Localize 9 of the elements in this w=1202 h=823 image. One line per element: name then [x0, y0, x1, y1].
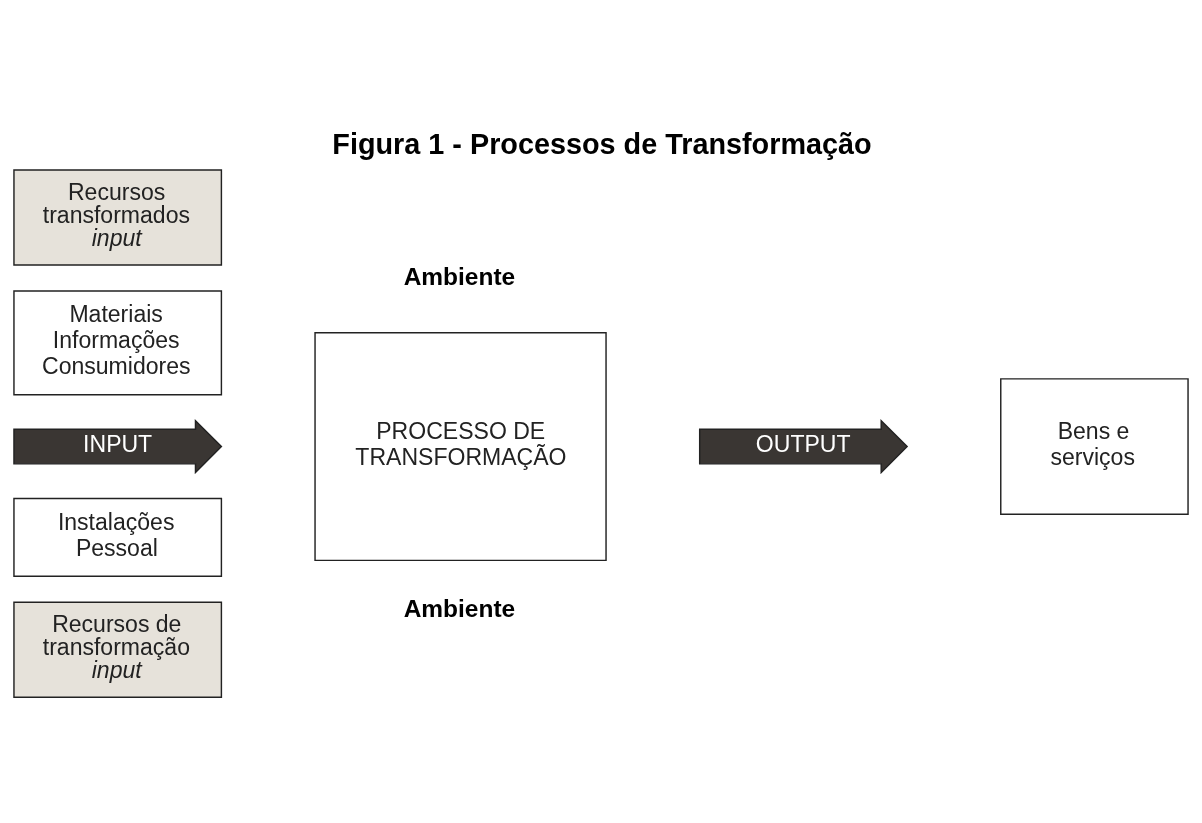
node-box: Instalações Pessoal [13, 497, 223, 577]
node-box: Bens e serviços [1000, 377, 1189, 515]
label: Ambiente [403, 262, 516, 290]
label: Ambiente [403, 594, 516, 622]
node-box: Recursos de transformação input [13, 600, 223, 698]
node-box: Recursos transformados input [13, 168, 223, 266]
node-box: PROCESSO DE TRANSFORMAÇÃO [314, 331, 607, 561]
node-box: Materiais Informações Consumidores [13, 289, 223, 395]
diagram-title: Figura 1 - Processos de Transformação [332, 127, 872, 160]
